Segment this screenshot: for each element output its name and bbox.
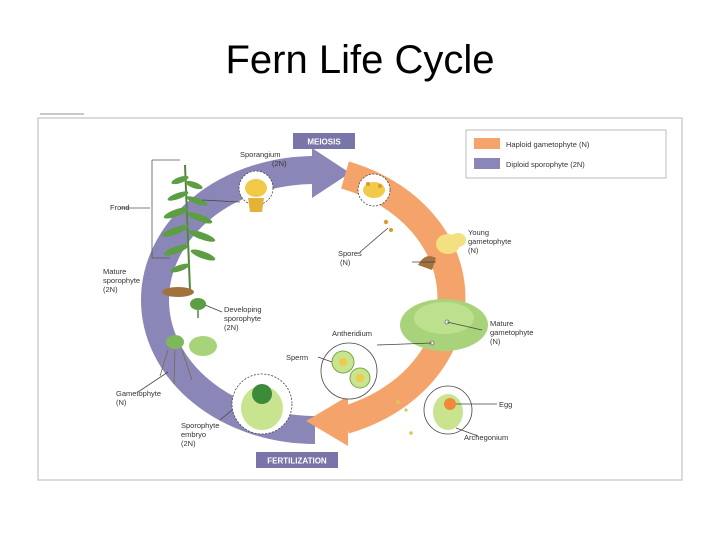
mature-gametophyte-illustration xyxy=(400,299,488,351)
archegonium-inset xyxy=(423,385,497,437)
label-sporangium: Sporangium(2N) xyxy=(240,150,287,168)
antheridium-inset xyxy=(317,342,433,400)
rhizome xyxy=(162,287,194,297)
fertilization-banner xyxy=(256,452,338,468)
legend-label-diploid: Diploid sporophyte (2N) xyxy=(506,160,585,169)
spores-illustration xyxy=(359,219,393,253)
legend-label-haploid: Haploid gametophyte (N) xyxy=(506,140,590,149)
fern-frond-illustration xyxy=(120,159,216,297)
young-gametophyte-illustration xyxy=(412,233,466,270)
label-frond: Frond xyxy=(110,203,130,212)
slide-title: Fern Life Cycle xyxy=(225,38,495,82)
haploid-arrowhead xyxy=(306,396,348,446)
meiosis-banner xyxy=(293,133,355,149)
sporangium-illustration xyxy=(201,170,274,212)
haploid-arc xyxy=(341,161,466,434)
label-archegonium: Archegonium xyxy=(464,433,508,442)
legend-box xyxy=(465,129,667,179)
gametophyte-illustration xyxy=(137,335,217,393)
sperm-dots xyxy=(396,400,413,435)
diploid-arrowhead xyxy=(312,148,350,198)
label-egg: Egg xyxy=(499,400,512,409)
meiosis-banner-label: MEIOSIS xyxy=(307,138,341,147)
developing-sporophyte-illustration xyxy=(190,298,223,318)
legend: Haploid gametophyte (N) Diploid sporophy… xyxy=(465,129,667,179)
fertilization-banner-label: FERTILIZATION xyxy=(267,457,327,466)
legend-swatch-diploid xyxy=(474,158,500,169)
label-sperm: Sperm xyxy=(286,353,308,362)
label-antheridium: Antheridium xyxy=(332,329,372,338)
open-sporangium-illustration xyxy=(357,173,391,207)
title-divider xyxy=(40,113,84,115)
legend-swatch-haploid xyxy=(474,138,500,149)
sporophyte-embryo-inset xyxy=(219,373,293,435)
label-gametophyte: Gametophyte(N) xyxy=(116,389,161,407)
label-spores: Spores(N) xyxy=(338,249,362,267)
